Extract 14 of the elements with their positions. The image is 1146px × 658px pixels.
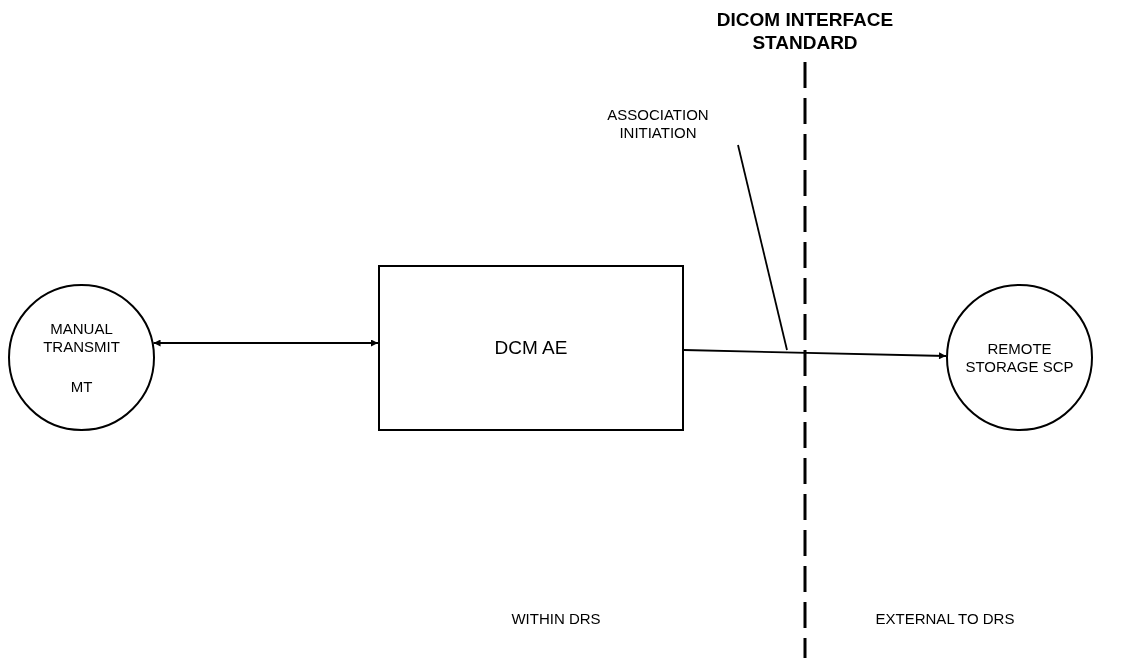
annotation-text: ASSOCIATION INITIATION — [578, 103, 738, 145]
region-label: WITHIN DRS — [510, 610, 602, 628]
node-label: MANUAL TRANSMIT — [42, 319, 121, 356]
leader-line — [737, 144, 788, 351]
arrow — [152, 339, 379, 347]
circle-node — [8, 284, 155, 431]
node-label: DCM AE — [494, 337, 568, 359]
region-label: EXTERNAL TO DRS — [874, 610, 1016, 628]
circle-node — [946, 284, 1093, 431]
arrow — [683, 349, 947, 360]
diagram-title: DICOM INTERFACE STANDARD — [715, 8, 895, 54]
process-box — [378, 265, 684, 431]
node-label: REMOTE STORAGE SCP — [964, 339, 1075, 376]
node-label: MT — [70, 377, 93, 396]
